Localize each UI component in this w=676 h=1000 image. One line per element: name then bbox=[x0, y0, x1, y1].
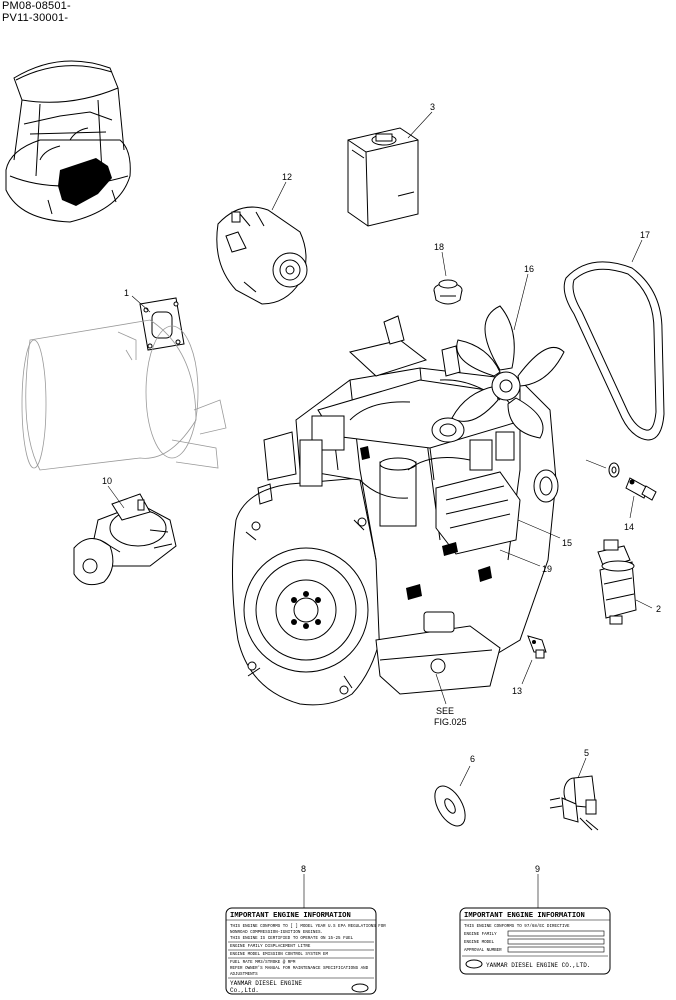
leader-15 bbox=[517, 519, 561, 539]
muffler-reference-ghost bbox=[21, 319, 227, 471]
callout-18: 18 bbox=[434, 242, 444, 252]
see-reference: SEE bbox=[436, 706, 454, 716]
callout-16: 16 bbox=[524, 264, 534, 274]
label-9-line-4: APPROVAL NUMBER bbox=[464, 949, 502, 953]
label-8-line-4: ENGINE FAMILY DISPLACEMENT LITRE bbox=[230, 945, 311, 949]
part-6-washer bbox=[434, 765, 471, 827]
label-8-line-8: ADJUSTMENTS bbox=[230, 973, 258, 977]
callout-9: 9 bbox=[535, 864, 540, 874]
label-8-footer-2: Co.,Ltd. bbox=[230, 987, 259, 994]
part-3-coolant-reservoir bbox=[347, 111, 433, 227]
label-8-line-5: ENGINE MODEL EMISSION CONTROL SYSTEM EM bbox=[230, 953, 328, 957]
part-13-sensor bbox=[521, 635, 547, 685]
serial-range-1: PM08-08501- bbox=[2, 0, 71, 12]
callout-15: 15 bbox=[562, 538, 572, 548]
yanmar-logo-icon bbox=[351, 983, 369, 993]
part-2-fuel-filter bbox=[597, 539, 653, 625]
callout-12: 12 bbox=[282, 172, 292, 182]
label-8-line-1: THIS ENGINE CONFORMS TO [ ] MODEL YEAR U… bbox=[230, 924, 386, 929]
label-8-title: IMPORTANT ENGINE INFORMATION bbox=[230, 912, 351, 920]
part-18-cap bbox=[433, 251, 463, 305]
callout-1: 1 bbox=[124, 288, 129, 298]
callout-5: 5 bbox=[584, 748, 589, 758]
label-8-line-2: NONROAD COMPRESSION-IGNITION ENGINES. bbox=[230, 931, 323, 935]
label-9-line-3: ENGINE MODEL bbox=[464, 941, 495, 945]
callout-19: 19 bbox=[542, 564, 552, 574]
callout-8: 8 bbox=[301, 864, 306, 874]
callout-6: 6 bbox=[470, 754, 475, 764]
serial-range-2: PV11-30001- bbox=[2, 12, 69, 24]
engine-assembly bbox=[231, 315, 559, 706]
label-9-line-1: THIS ENGINE CONFORMS TO 97/68/EC DIRECTI… bbox=[464, 924, 570, 929]
callout-17: 17 bbox=[640, 230, 650, 240]
label-8-footer-1: YANMAR DIESEL ENGINE bbox=[230, 980, 302, 987]
callout-10: 10 bbox=[102, 476, 112, 486]
fig-reference: FIG.025 bbox=[434, 717, 467, 727]
leader-19 bbox=[499, 549, 541, 567]
part-10-starter-motor bbox=[73, 485, 177, 586]
yanmar-logo-icon bbox=[465, 959, 483, 969]
label-9-title: IMPORTANT ENGINE INFORMATION bbox=[464, 912, 585, 920]
part-16-cooling-fan bbox=[451, 273, 565, 439]
label-8-line-7: REFER OWNER'S MANUAL FOR MAINTENANCE SPE… bbox=[230, 966, 369, 971]
callout-14: 14 bbox=[624, 522, 634, 532]
label-9-engine-info-plate-eu: IMPORTANT ENGINE INFORMATION THIS ENGINE… bbox=[459, 907, 611, 975]
part-12-alternator bbox=[216, 181, 308, 305]
part-14-thermo-switch bbox=[585, 459, 657, 519]
part-17-v-belt bbox=[563, 239, 665, 441]
label-9-line-2: ENGINE FAMILY bbox=[464, 933, 497, 937]
label-8-line-6: FUEL RATE MM3/STROKE @ RPM bbox=[230, 960, 296, 965]
callout-2: 2 bbox=[656, 604, 661, 614]
part-5-fuel-pump bbox=[549, 757, 599, 831]
part-1-gasket bbox=[131, 295, 185, 351]
machine-locator-thumbnail bbox=[5, 60, 131, 223]
label-8-line-3: THIS ENGINE IS CERTIFIED TO OPERATE ON 1… bbox=[230, 937, 354, 941]
label-9-footer: YANMAR DIESEL ENGINE CO.,LTD. bbox=[486, 962, 590, 969]
callout-3: 3 bbox=[430, 102, 435, 112]
callout-13: 13 bbox=[512, 686, 522, 696]
label-8-engine-info-plate-epa: IMPORTANT ENGINE INFORMATION THIS ENGINE… bbox=[225, 907, 386, 995]
